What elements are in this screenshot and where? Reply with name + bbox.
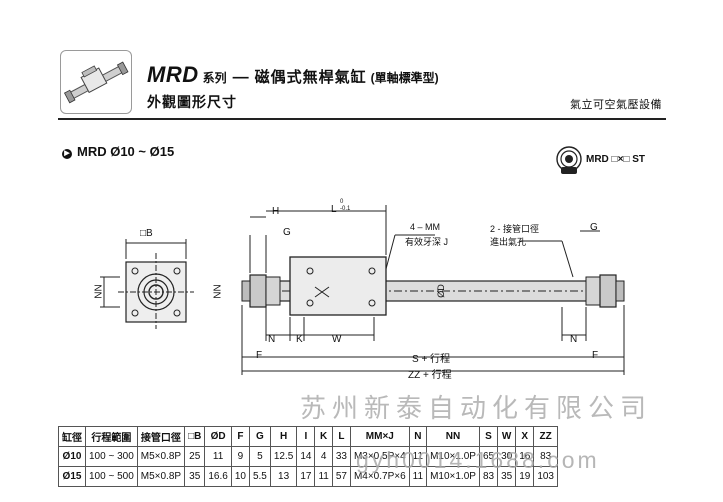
col-b: □B — [184, 426, 206, 447]
table-cell: 17 — [296, 466, 316, 487]
col-f: F — [230, 426, 250, 447]
table-cell: 83 — [533, 446, 558, 467]
table-cell: 14 — [296, 446, 316, 467]
col-i: I — [296, 426, 316, 447]
table-cell: 25 — [184, 446, 206, 467]
dimension-drawing — [100, 205, 625, 375]
dim-zz-label: ZZ + 行程 — [408, 370, 452, 381]
table-cell: 35 — [184, 466, 206, 487]
table-cell: 5.5 — [248, 466, 271, 487]
dim-nn-end-label: NN — [93, 284, 105, 299]
section-subtitle: 外觀圖形尺寸 — [147, 94, 237, 110]
table-cell: 33 — [331, 446, 351, 467]
table-cell: 11 — [204, 446, 232, 467]
table-row: Ø10 100 ~ 300 M5×0.8P 25 11 9 5 12.5 14 … — [58, 446, 558, 467]
tolerance-upper: 0 — [340, 199, 344, 205]
table-cell: 10 — [230, 466, 250, 487]
dim-k-label: K — [296, 334, 303, 345]
dim-b-label: □B — [140, 228, 153, 239]
table-cell: 9 — [230, 446, 250, 467]
table-cell: 12.5 — [269, 446, 298, 467]
spec-table: 缸徑 行程範圍 接管口徑 □B ØD F G H I K L MM×J N NN… — [58, 426, 558, 487]
col-w: W — [497, 426, 517, 447]
note-port-2: 進出氣孔 — [490, 237, 527, 247]
product-subtitle: (單軸標準型) — [370, 71, 439, 85]
col-nn: NN — [426, 426, 480, 447]
series-label: 系列 — [202, 71, 227, 85]
table-cell: 100 ~ 300 — [85, 446, 138, 467]
dim-nn-label: NN — [212, 284, 224, 299]
table-cell: 5 — [248, 446, 271, 467]
dim-od-label: ØD — [435, 284, 446, 298]
dim-g2-label: G — [590, 222, 598, 233]
note-mm: 4 – MM — [410, 222, 441, 232]
table-cell: 57 — [331, 466, 351, 487]
dim-n-label: N — [268, 334, 276, 345]
table-cell: 100 ~ 500 — [85, 466, 138, 487]
tolerance-lower: -0.1 — [340, 206, 351, 212]
cylinder-symbol-icon — [556, 146, 582, 174]
col-od: ØD — [204, 426, 232, 447]
model-code: MRD □×□ ST — [586, 154, 646, 165]
note-port: 2 - 接管口徑 — [490, 224, 540, 234]
note-thread-depth: 有效牙深 J — [405, 237, 449, 247]
dim-f-label: F — [256, 350, 263, 361]
table-cell: Ø10 — [58, 446, 86, 467]
dim-g-label: G — [283, 227, 291, 238]
dim-h-label: H — [272, 206, 280, 217]
dim-w-label: W — [332, 334, 342, 345]
col-mmj: MM×J — [349, 426, 410, 447]
col-zz: ZZ — [533, 426, 558, 447]
bullet-icon: ▶ — [62, 149, 72, 159]
col-port: 接管口徑 — [136, 426, 186, 447]
table-cell: Ø15 — [58, 466, 86, 487]
table-row: Ø15 100 ~ 500 M5×0.8P 35 16.6 10 5.5 13 … — [58, 466, 558, 487]
product-name: 磁偶式無桿氣缸 — [254, 69, 367, 86]
dim-l-label: L — [331, 204, 337, 215]
table-cell: 11 — [314, 466, 333, 487]
header-divider — [58, 118, 666, 120]
section-label: MRD Ø10 ~ Ø15 — [77, 144, 175, 159]
table-header-row: 缸徑 行程範圍 接管口徑 □B ØD F G H I K L MM×J N NN… — [58, 426, 558, 447]
dim-s-label: S + 行程 — [412, 354, 451, 365]
product-thumbnail — [60, 50, 132, 114]
section-heading: ▶ MRD Ø10 ~ Ø15 — [62, 144, 174, 159]
brand-label: 氣立可空氣壓設備 — [570, 99, 662, 111]
col-n: N — [408, 426, 428, 447]
table-cell: M5×0.8P — [136, 466, 186, 487]
dim-n2-label: N — [570, 334, 578, 345]
series-code: MRD — [147, 62, 199, 87]
rodless-cylinder-icon — [63, 61, 129, 104]
col-h: H — [269, 426, 298, 447]
table-cell: 19 — [515, 466, 535, 487]
watermark-url: gyh0014.1688.com — [356, 447, 600, 473]
table-cell: 11 — [408, 466, 428, 487]
table-cell: M5×0.8P — [136, 446, 186, 467]
watermark-text: 苏州新泰自动化有限公司 — [300, 393, 653, 423]
title-dash: — — [232, 69, 249, 86]
table-cell: 16 — [515, 446, 535, 467]
table-cell: 13 — [269, 466, 298, 487]
table-cell: 4 — [314, 446, 333, 467]
dim-f2-label: F — [592, 350, 599, 361]
col-k: K — [314, 426, 333, 447]
col-s: S — [478, 426, 499, 447]
col-stroke-range: 行程範圍 — [85, 426, 138, 447]
table-cell: 103 — [533, 466, 558, 487]
table-cell: 16.6 — [204, 466, 232, 487]
col-x: X — [515, 426, 535, 447]
col-g: G — [248, 426, 271, 447]
col-l: L — [331, 426, 351, 447]
col-bore: 缸徑 — [58, 426, 86, 447]
